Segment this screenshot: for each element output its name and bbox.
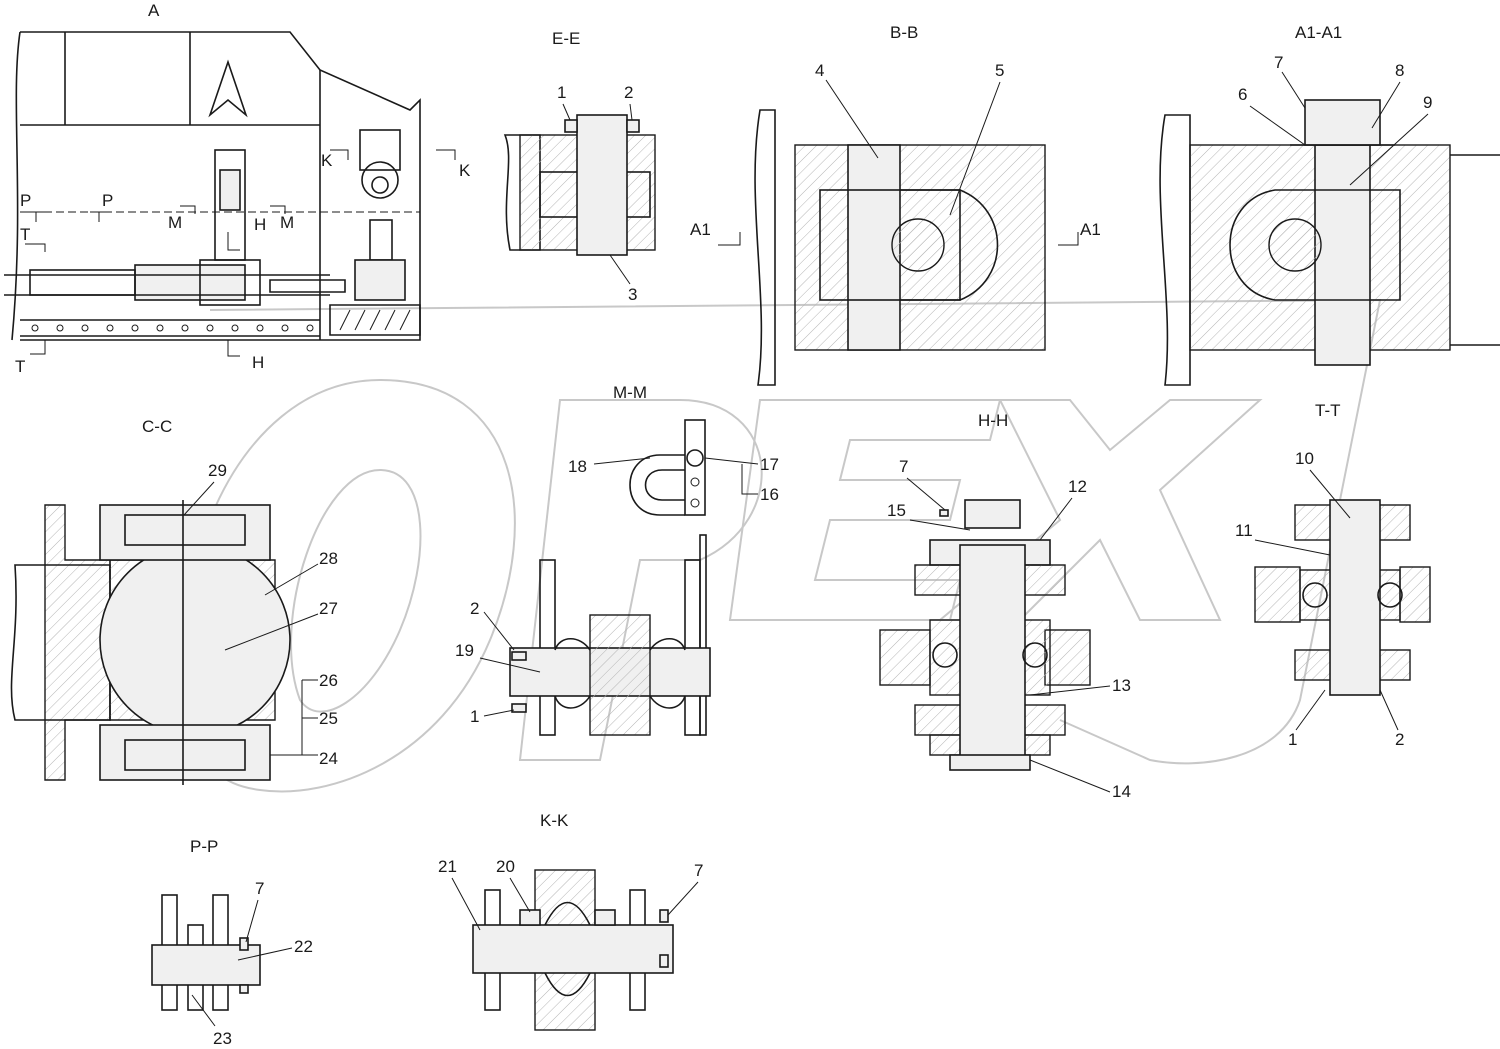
section-h-bottom: H [252,353,264,372]
view-c-c-title: C-C [142,417,172,436]
view-a: A P P [4,1,471,376]
rivet-row [31,324,314,332]
view-a1-a1: A1-A1 7 8 9 6 [1159,23,1500,386]
callout-5-bb: 5 [995,61,1004,80]
section-k-right: K [459,161,471,180]
callout-22-pp: 22 [294,937,313,956]
callout-7-kk: 7 [694,861,703,880]
section-a1-right: A1 [1080,220,1101,239]
view-h-h: H-H 7 12 15 13 14 [879,411,1131,801]
view-m-m: M-M 18 17 16 2 19 1 [455,383,779,736]
callout-17-mm: 17 [760,455,779,474]
view-b-b-title: B-B [890,23,918,42]
callout-7-pp: 7 [255,879,264,898]
view-a1-a1-title: A1-A1 [1295,23,1342,42]
callout-19-mm: 19 [455,641,474,660]
section-t-bottom: T [15,357,25,376]
callout-2-tt: 2 [1395,730,1404,749]
view-p-p-title: P-P [190,837,218,856]
view-p-p: P-P 7 22 23 [151,837,313,1048]
callout-2-mm: 2 [470,599,479,618]
view-e-e: E-E 1 2 3 [503,29,656,304]
callout-10-tt: 10 [1295,449,1314,468]
view-c-c: C-C 29 28 27 26 25 24 [10,417,338,785]
section-p-left: P [20,191,31,210]
callout-3-ee: 3 [628,285,637,304]
callout-25-cc: 25 [319,709,338,728]
callout-11-tt: 11 [1235,521,1253,540]
callout-24-cc: 24 [319,749,338,768]
section-m-left: M [168,213,182,232]
section-m-right: M [280,213,294,232]
view-b-b: B-B 4 5 A1 A1 [690,23,1101,386]
callout-29-cc: 29 [208,461,227,480]
section-p-right: P [102,191,113,210]
callout-26-cc: 26 [319,671,338,690]
section-a1-left: A1 [690,220,711,239]
view-a-title: A [148,1,160,20]
section-k-left: K [321,151,333,170]
callout-6-a1: 6 [1238,85,1247,104]
view-t-t-title: T-T [1315,401,1341,420]
view-m-m-title: M-M [613,383,647,402]
callout-15-hh: 15 [887,501,906,520]
callout-1-ee: 1 [557,83,566,102]
callout-1-mm: 1 [470,707,479,726]
view-k-k-title: K-K [540,811,569,830]
callout-18-mm: 18 [568,457,587,476]
callout-2-ee: 2 [624,83,633,102]
callout-23-pp: 23 [213,1029,232,1048]
callout-12-hh: 12 [1068,477,1087,496]
view-t-t: T-T 10 11 1 2 [1235,401,1431,749]
callout-16-mm: 16 [760,485,779,504]
callout-13-hh: 13 [1112,676,1131,695]
callout-28-cc: 28 [319,549,338,568]
section-t-top: T [20,225,30,244]
section-h-top: H [254,215,266,234]
callout-9-a1: 9 [1423,93,1432,112]
view-k-k: K-K 21 20 7 [438,811,703,1031]
callout-21-kk: 21 [438,857,457,876]
callout-7-a1: 7 [1274,53,1283,72]
view-e-e-title: E-E [552,29,580,48]
callout-8-a1: 8 [1395,61,1404,80]
callout-7-hh: 7 [899,457,908,476]
callout-14-hh: 14 [1112,782,1131,801]
callout-27-cc: 27 [319,599,338,618]
view-h-h-title: H-H [978,411,1008,430]
callout-4-bb: 4 [815,61,824,80]
callout-20-kk: 20 [496,857,515,876]
opex-watermark [184,298,1382,793]
callout-1-tt: 1 [1288,730,1297,749]
